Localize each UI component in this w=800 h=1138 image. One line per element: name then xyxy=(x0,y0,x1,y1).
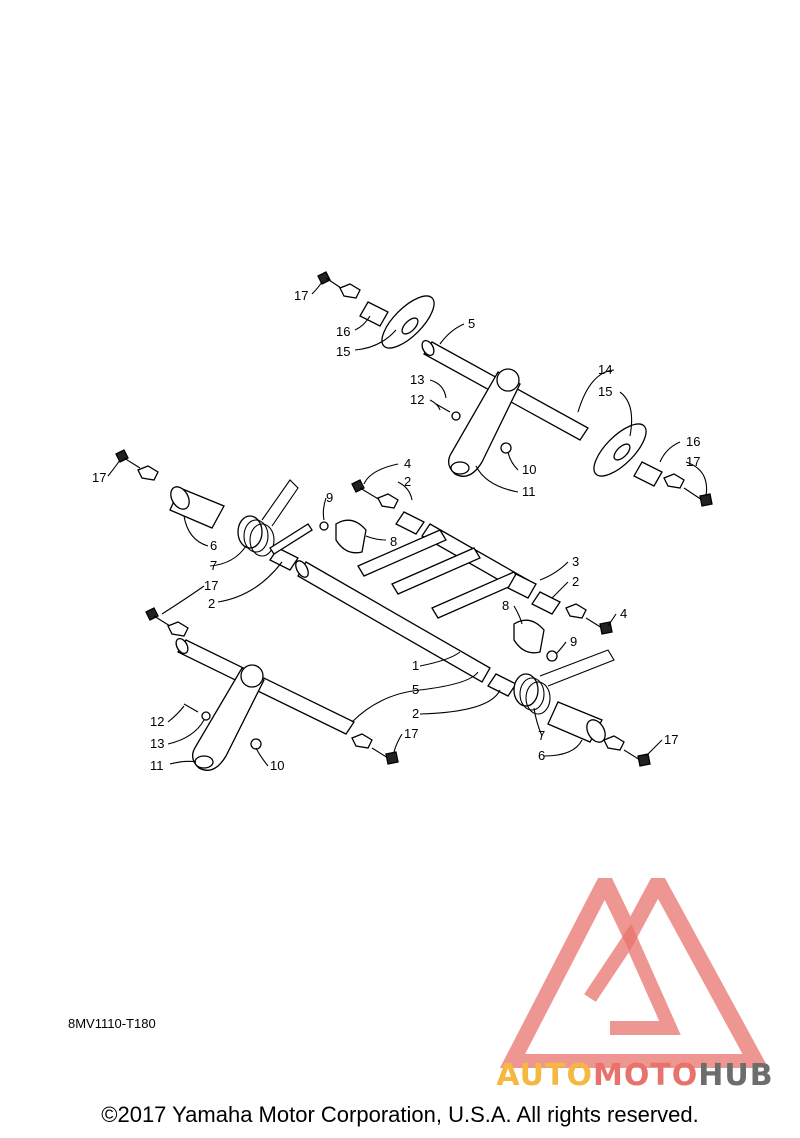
callout-12: 12 xyxy=(150,714,164,729)
callout-17: 17 xyxy=(92,470,106,485)
callout-17: 17 xyxy=(664,732,678,747)
callout-13: 13 xyxy=(410,372,424,387)
callout-15: 15 xyxy=(336,344,350,359)
callout-2: 2 xyxy=(404,474,411,489)
callout-6: 6 xyxy=(210,538,217,553)
watermark-text-moto: MOTO xyxy=(592,1058,699,1093)
right-spring-assembly xyxy=(513,649,651,767)
watermark-triangle-outer xyxy=(498,864,770,1070)
watermark-triangle-icon xyxy=(498,864,770,1070)
drawing-code: 8MV1110-T180 xyxy=(68,1016,156,1031)
callout-7: 7 xyxy=(210,558,217,573)
upper-shaft-assembly xyxy=(317,271,713,507)
callout-10: 10 xyxy=(270,758,284,773)
callout-9: 9 xyxy=(570,634,577,649)
callout-14: 14 xyxy=(598,362,612,377)
watermark-text: AUTOMOTOHUB xyxy=(470,1058,800,1093)
callout-9: 9 xyxy=(326,490,333,505)
callout-labels: 17 16 15 5 13 12 14 15 16 17 10 11 4 2 9… xyxy=(92,288,700,773)
watermark-triangle-inner xyxy=(584,923,681,1035)
callout-5: 5 xyxy=(468,316,475,331)
callout-6: 6 xyxy=(538,748,545,763)
copyright-notice: ©2017 Yamaha Motor Corporation, U.S.A. A… xyxy=(101,1102,699,1127)
leader-lines xyxy=(107,281,708,767)
callout-4: 4 xyxy=(620,606,627,621)
callout-11: 11 xyxy=(522,484,536,499)
callout-17: 17 xyxy=(204,578,218,593)
callout-10: 10 xyxy=(522,462,536,477)
callout-8: 8 xyxy=(390,534,397,549)
callout-8: 8 xyxy=(502,598,509,613)
callout-3: 3 xyxy=(572,554,579,569)
callout-16: 16 xyxy=(336,324,350,339)
callout-5: 5 xyxy=(412,682,419,697)
callout-12: 12 xyxy=(410,392,424,407)
watermark-text-hub: HUB xyxy=(698,1058,774,1093)
watermark-text-auto: AUTO xyxy=(496,1058,593,1093)
callout-17: 17 xyxy=(686,454,700,469)
watermark-logo: AUTOMOTOHUB xyxy=(470,864,800,1098)
callout-2: 2 xyxy=(412,706,419,721)
callout-13: 13 xyxy=(150,736,164,751)
middle-frame-assembly xyxy=(269,479,613,697)
callout-16: 16 xyxy=(686,434,700,449)
left-spring-assembly xyxy=(115,449,313,557)
callout-7: 7 xyxy=(538,728,545,743)
callout-15: 15 xyxy=(598,384,612,399)
callout-11: 11 xyxy=(150,758,164,773)
callout-17: 17 xyxy=(404,726,418,741)
callout-17: 17 xyxy=(294,288,308,303)
callout-2: 2 xyxy=(572,574,579,589)
callout-2: 2 xyxy=(208,596,215,611)
lower-shaft-assembly xyxy=(145,607,399,771)
callout-1: 1 xyxy=(412,658,419,673)
callout-4: 4 xyxy=(404,456,411,471)
